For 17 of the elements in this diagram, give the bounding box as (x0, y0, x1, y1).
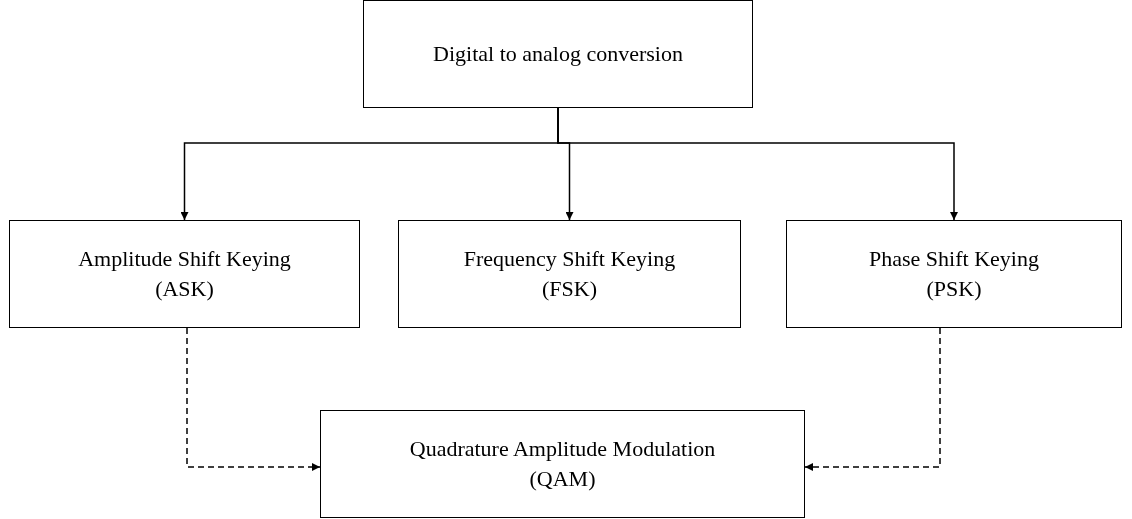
abbreviation: (QAM) (529, 465, 596, 493)
arrow (804, 327, 941, 471)
process-box (363, 0, 753, 108)
process-box (320, 410, 805, 518)
process-box (398, 220, 741, 328)
box-title: Amplitude Shift Keying (78, 245, 291, 273)
arrow (557, 107, 958, 221)
abbreviation: (PSK) (926, 275, 982, 303)
box-title: Phase Shift Keying (869, 245, 1039, 273)
box-title: Digital to analog conversion (433, 40, 683, 68)
process-box (786, 220, 1122, 328)
arrow (186, 327, 321, 471)
box-title: Quadrature Amplitude Modulation (409, 435, 716, 463)
box-title: Frequency Shift Keying (463, 245, 676, 273)
abbreviation: (FSK) (542, 275, 597, 303)
abbreviation: (ASK) (155, 275, 214, 303)
process-box (9, 220, 360, 328)
